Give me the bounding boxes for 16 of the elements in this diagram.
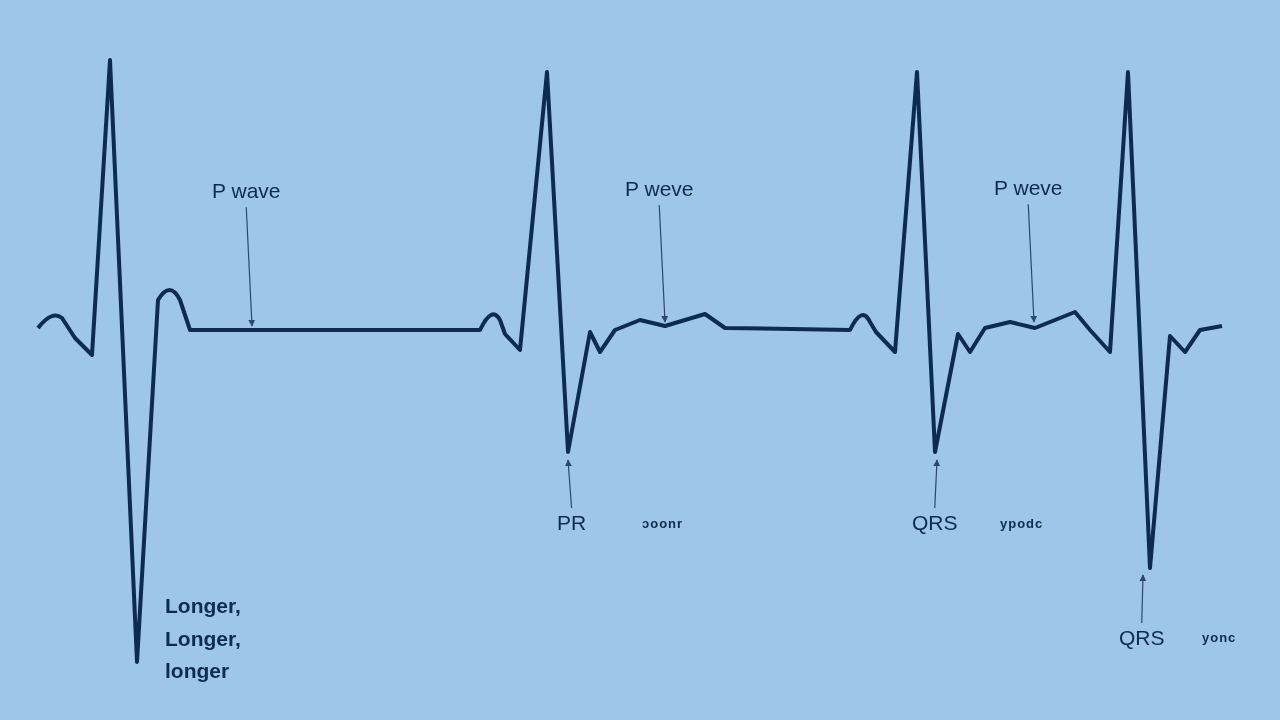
wave-label: QRS — [912, 510, 958, 536]
leader-line — [658, 204, 669, 323]
caption-text: yonc — [1202, 630, 1237, 645]
leader-line — [933, 459, 941, 509]
wave-label: PR — [557, 510, 587, 536]
caption-text: ypodc — [1000, 516, 1044, 531]
leader-line — [1027, 203, 1038, 323]
leader-line — [565, 459, 573, 509]
annotation-text: Longer, Longer, longer — [165, 593, 242, 685]
caption-text: ɔoonr — [642, 516, 684, 531]
wave-label: P weve — [625, 176, 694, 202]
wave-label: P weve — [994, 175, 1063, 201]
wave-label: P wave — [212, 178, 281, 204]
wave-label: QRS — [1119, 625, 1165, 651]
leader-line — [1139, 574, 1147, 624]
leader-line — [245, 206, 256, 327]
